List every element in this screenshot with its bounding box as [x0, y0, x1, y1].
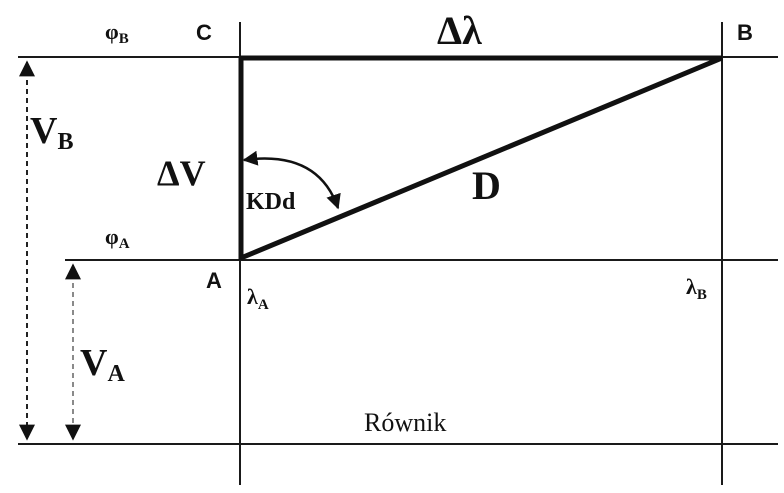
v-b-symbol: V — [30, 110, 58, 152]
v-a-symbol: V — [80, 342, 108, 384]
equator-label: Równik — [364, 408, 446, 437]
phi-b-symbol: φ — [105, 19, 119, 44]
v-a-subscript: A — [107, 361, 125, 387]
lambda-b-symbol: λ — [686, 274, 697, 299]
lambda-a-subscript: A — [258, 297, 269, 313]
phi-b-subscript: B — [119, 31, 129, 47]
lambda-b-subscript: B — [697, 287, 707, 303]
corner-b-label: B — [737, 20, 753, 45]
phi-a-symbol: φ — [105, 224, 119, 249]
rhumb-line-d — [240, 55, 723, 261]
v-a-label: VA — [80, 342, 125, 387]
delta-v-label: ΔV — [157, 153, 206, 193]
distance-d-label: D — [472, 163, 501, 208]
lambda-a-symbol: λ — [247, 284, 258, 309]
v-b-subscript: B — [57, 129, 73, 155]
corner-c-label: C — [196, 20, 212, 45]
lambda-b-label: λB — [686, 274, 707, 303]
delta-lambda-label: Δλ — [437, 8, 482, 53]
phi-b-label: φB — [105, 19, 129, 47]
phi-a-label: φA — [105, 224, 130, 252]
course-angle-arc — [242, 150, 341, 210]
v-b-label: VB — [30, 110, 73, 155]
lambda-a-label: λA — [247, 284, 269, 313]
course-angle-label: KDd — [246, 189, 296, 215]
corner-a-label: A — [206, 268, 222, 293]
phi-a-subscript: A — [119, 236, 130, 252]
